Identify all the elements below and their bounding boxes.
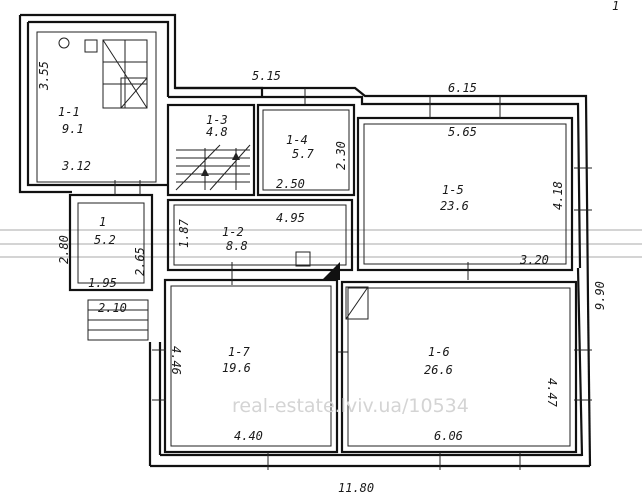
room-1-5-area: 23.6 [440, 199, 469, 213]
room-1-4-number: 1-4 [286, 133, 308, 147]
dimension-labels: 5.15 6.15 1 11.80 9.90 3.55 3.12 1.87 4.… [37, 0, 619, 495]
dim-total-depth: 9.90 [593, 281, 607, 310]
room-1-2-area: 8.8 [226, 239, 248, 253]
dim-1-4-width: 2.50 [276, 177, 305, 191]
dim-top-left: 5.15 [252, 69, 281, 83]
stairs [87, 39, 251, 341]
dim-1-6-width: 6.06 [434, 429, 463, 443]
dim-1-2-height: 1.87 [177, 218, 191, 248]
room-1-7-area: 19.6 [222, 361, 251, 375]
dim-1-right: 2.65 [133, 247, 147, 276]
dim-1-bottom: 1.95 [88, 276, 117, 290]
fixtures [58, 37, 369, 320]
dim-1-5-height: 4.18 [551, 181, 565, 210]
room-1-7-number: 1-7 [228, 345, 250, 359]
dim-steps: 2.10 [98, 301, 127, 315]
room-1-3-number: 1-3 [206, 113, 228, 127]
dim-1-1-width: 3.12 [61, 159, 91, 173]
dim-1-7-width: 4.40 [234, 429, 263, 443]
tick-top-right: 1 [612, 0, 619, 13]
room-1-6-area: 26.6 [424, 363, 453, 377]
dim-top-right: 6.15 [448, 81, 477, 95]
outer-walls [18, 13, 592, 468]
dim-total-width: 11.80 [338, 481, 374, 495]
dim-1-4-height: 2.30 [334, 141, 348, 170]
openings [114, 88, 592, 470]
scan-lines [0, 229, 642, 258]
room-1-3-area: 4.8 [206, 125, 228, 139]
room-1-6-number: 1-6 [428, 345, 450, 359]
room-1-1-number: 1-1 [58, 105, 80, 119]
dim-1-6-height: 4.47 [545, 378, 559, 408]
watermark: real-estate.lviv.ua/10534 [232, 395, 469, 417]
dim-1-1-height: 3.55 [37, 61, 51, 91]
room-labels: 1-1 9.1 1-3 4.8 1-4 5.7 1-5 23.6 1-2 8.8… [58, 105, 469, 377]
room-1-5-number: 1-5 [442, 183, 464, 197]
room-1-4-area: 5.7 [292, 147, 314, 161]
room-1-1-area: 9.1 [62, 122, 84, 136]
dim-1-left: 2.80 [57, 235, 71, 264]
room-1-number: 1 [99, 215, 106, 229]
dim-1-7-height: 4.46 [169, 346, 183, 375]
room-1-2-number: 1-2 [222, 225, 244, 239]
dim-1-5-width: 5.65 [448, 125, 477, 139]
dim-1-5-bottom: 3.20 [519, 253, 549, 267]
dim-1-2-width: 4.95 [276, 211, 305, 225]
room-1-area: 5.2 [94, 233, 116, 247]
interior-walls [36, 31, 578, 454]
